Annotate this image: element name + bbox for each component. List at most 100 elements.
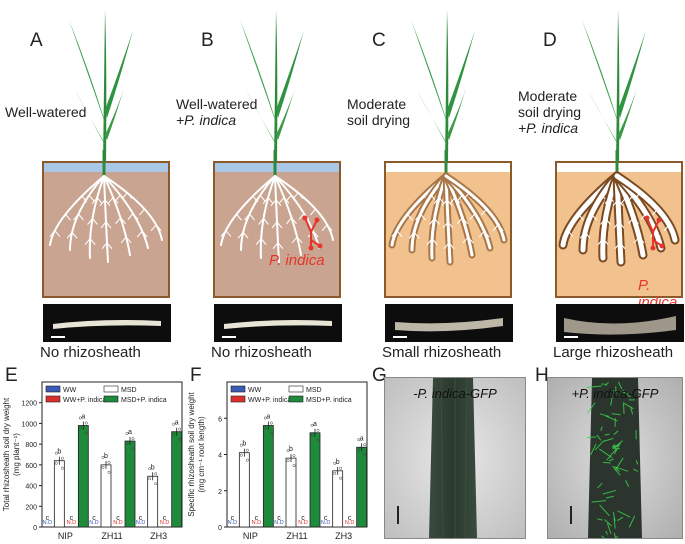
root-photo (43, 304, 171, 342)
condition-label-line: Well-watered (5, 104, 87, 120)
significance-letter: b (242, 441, 246, 448)
micro-label-g: -P. indica-GFP (413, 386, 497, 401)
data-point (131, 437, 135, 440)
plant-soil-illustration (384, 10, 512, 298)
significance-letter: c (348, 515, 352, 522)
y-tick-label: 0 (218, 525, 222, 532)
y-tick-label: 1200 (21, 401, 37, 408)
bar (124, 440, 136, 528)
bar (53, 460, 65, 528)
data-point (148, 467, 152, 471)
not-detected-label: N.D (89, 520, 99, 526)
significance-letter: c (163, 515, 167, 522)
significance-letter: b (104, 453, 108, 460)
legend-swatch (45, 385, 61, 393)
data-point (310, 423, 314, 427)
y-tick-label: 6 (218, 416, 222, 423)
y-axis-unit: (mg plant⁻¹) (12, 433, 21, 476)
data-point (60, 466, 64, 470)
condition-label-line: +P. indica (176, 112, 237, 128)
x-tick-label: ZH11 (286, 531, 307, 541)
significance-letter: a (175, 420, 179, 427)
not-detected-label: N.D (321, 520, 331, 526)
condition-label: Well-watered+P. indica (176, 96, 257, 128)
condition-label-line: Well-watered (176, 96, 258, 112)
x-tick-label: ZH3 (335, 531, 352, 541)
y-axis-unit: (mg cm⁻¹ root length) (197, 416, 206, 493)
p-indica-fungus-icon (302, 215, 323, 251)
data-point (357, 448, 361, 452)
data-point (363, 443, 367, 447)
not-detected-label: N.D (67, 520, 77, 526)
panel-letter-d: D (543, 30, 557, 51)
significance-letter: c (70, 515, 74, 522)
y-tick-label: 1000 (21, 421, 37, 428)
panel-letter-f: F (190, 365, 202, 386)
bar (262, 425, 274, 528)
significance-letter: c (139, 515, 143, 522)
not-detected-label: N.D (228, 520, 238, 526)
significance-letter: b (151, 464, 155, 471)
data-point (310, 433, 314, 437)
data-point (154, 472, 158, 476)
significance-letter: c (277, 515, 281, 522)
condition-label-line: soil drying (347, 112, 411, 128)
micro-label-h: +P. indica-GFP (571, 386, 659, 401)
p-indica-fungus-icon (644, 215, 665, 251)
legend-label: MSD+P. indica (306, 397, 352, 404)
condition-label-line: Moderate (347, 96, 407, 112)
data-point (101, 465, 105, 469)
significance-letter: c (324, 515, 328, 522)
data-point (154, 482, 158, 486)
plant-soil-illustration (213, 10, 341, 298)
data-point (84, 431, 88, 435)
data-point (263, 426, 267, 430)
condition-label-line: Moderate (518, 88, 578, 104)
panel-letter-h: H (535, 365, 549, 386)
not-detected-label: N.D (160, 520, 170, 526)
data-point (239, 443, 243, 447)
data-point (125, 442, 129, 445)
y-tick-label: 800 (25, 442, 37, 449)
bar (238, 452, 250, 528)
x-tick-label: ZH3 (150, 531, 167, 541)
y-axis-label: Total rhizosheath soil dry weight (2, 397, 11, 511)
legend-label: WW (63, 387, 77, 394)
data-point (269, 421, 273, 425)
y-tick-label: 0 (33, 525, 37, 532)
rhizosheath-caption: No rhizosheath (211, 344, 312, 361)
data-point (107, 460, 111, 464)
panel-letter-e: E (5, 365, 18, 386)
data-point (245, 458, 249, 462)
not-detected-label: N.D (113, 520, 123, 526)
y-tick-label: 2 (218, 489, 222, 496)
significance-letter: b (336, 459, 340, 466)
data-point (84, 421, 88, 425)
data-point (125, 432, 129, 435)
significance-letter: c (116, 515, 120, 522)
rhizosheath-caption: Large rhizosheath (553, 344, 674, 361)
legend-label: MSD+P. indica (121, 397, 167, 404)
significance-letter: a (128, 429, 132, 436)
y-tick-label: 4 (218, 453, 222, 460)
legend-swatch (45, 395, 61, 403)
chart-specific-rhizosheath: 0 2 4 6 Specific rhizosheath soil dry weight… (187, 381, 368, 541)
significance-letter: a (266, 414, 270, 421)
data-point (178, 427, 182, 431)
panel-letter-g: G (372, 365, 387, 386)
bar (147, 475, 159, 528)
data-point (178, 437, 182, 441)
data-point (316, 438, 320, 442)
x-tick-label: NIP (58, 531, 73, 541)
data-point (357, 438, 361, 442)
legend-swatch (230, 395, 246, 403)
y-axis-label: Specific rhizosheath soil dry weight (187, 391, 196, 516)
data-point (263, 416, 267, 420)
micro-image-g: -P. indica-GFP (384, 377, 526, 539)
bar (171, 431, 183, 528)
micro-image-h: +P. indica-GFP (547, 377, 683, 539)
data-point (172, 432, 176, 436)
significance-letter: c (92, 515, 96, 522)
